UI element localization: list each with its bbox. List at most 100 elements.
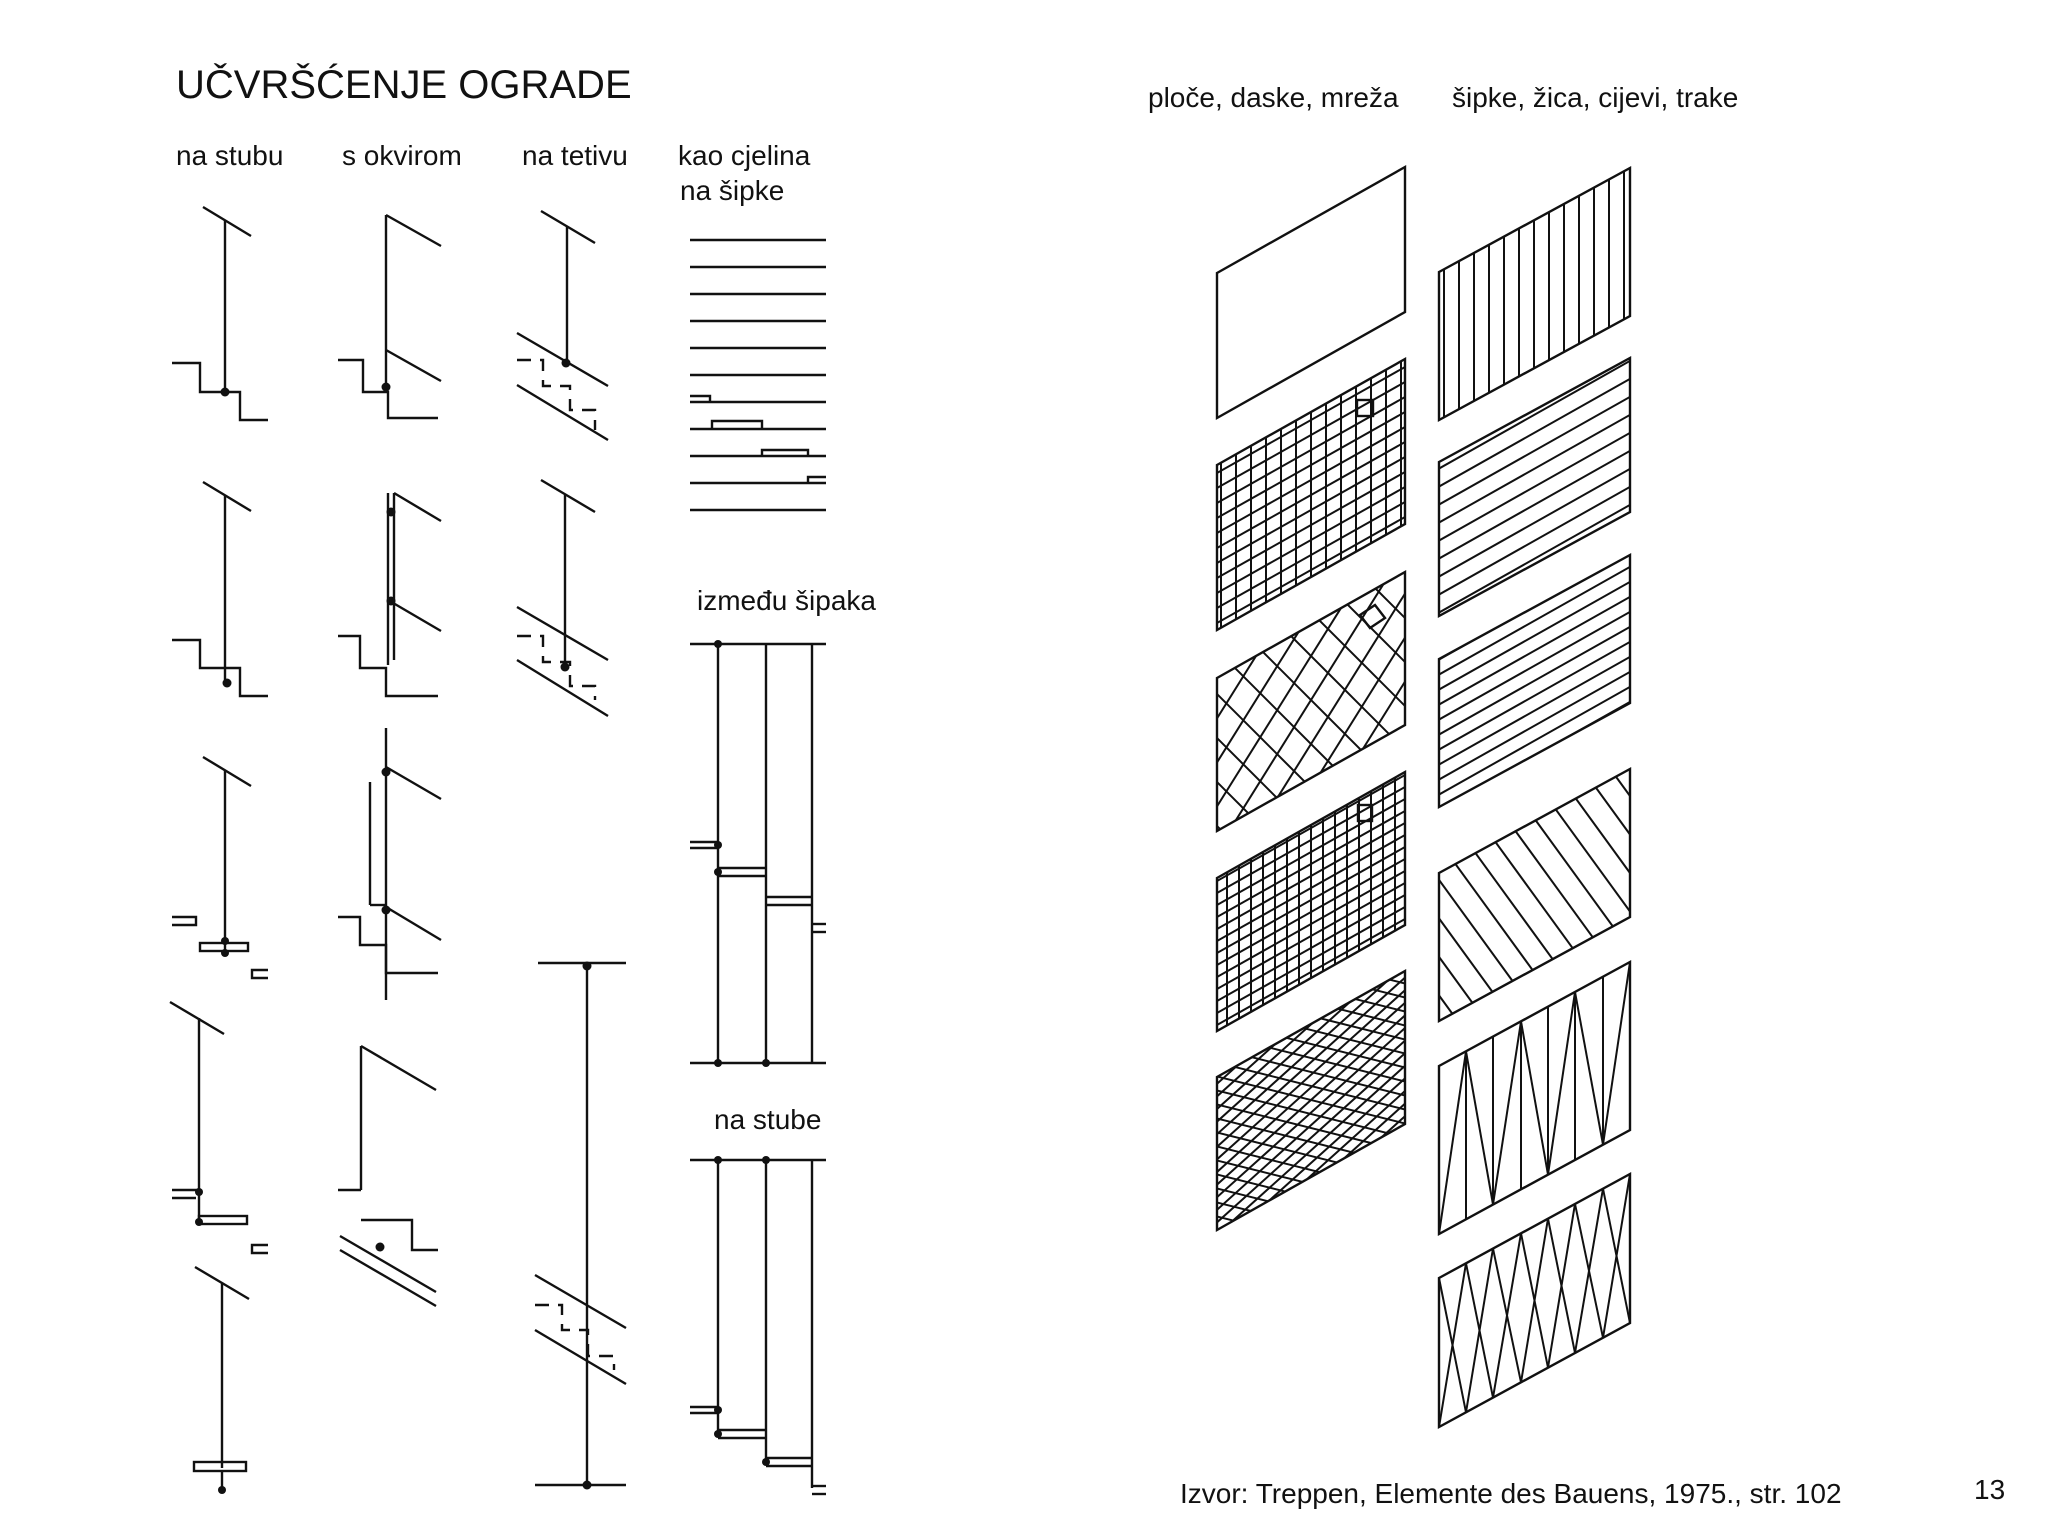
hatch-line [1602,962,1630,1145]
detail-s-okvirom-3 [338,728,442,1000]
hatch-line [1217,1162,1405,1230]
hatch-line [1217,971,1405,1230]
hatch-line [1439,570,1630,807]
hatch-line [1217,572,1405,831]
source-citation: Izvor: Treppen, Elemente des Bauens, 197… [1180,1478,1842,1509]
hatch-line [1457,769,1630,1021]
hatch-line [1217,1050,1405,1178]
hatch-line [1217,572,1405,831]
detail-na-tetivu-3 [534,961,627,1490]
column-heading-na-stubu: na stubu [176,140,284,171]
hatch-line [1217,971,1268,1230]
hatch-line [1217,772,1405,1031]
hatch-line [1217,971,1254,1230]
hatch-line [1654,675,1974,1115]
hatch-line [1217,572,1405,831]
hatch-line [1217,971,1405,1230]
hatch-line [1217,772,1405,1031]
hatch-line [1439,769,1630,1021]
panel-lattice-wire [1437,1171,1632,1430]
hatch-line [1217,534,1405,630]
hatch-line [1217,359,1405,591]
hatch-line [1439,769,1611,1021]
subheading-na-sipke: na šipke [680,175,785,206]
hatch-line [1439,358,1630,616]
hatch-line [1217,971,1405,1230]
hatch-line [1350,572,1405,831]
hatch-line [1374,572,1405,637]
hatch-line [1217,572,1405,831]
page-title: UČVRŠĆENJE OGRADE [176,63,632,107]
hatch-line [1217,1204,1405,1230]
hatch-line [1217,697,1314,831]
hatch-line [1217,971,1405,1094]
hatch-line [1439,370,1630,616]
hatch-line [1217,359,1405,621]
detail-na-tetivu-2 [516,478,609,718]
hatch-line [1439,555,1630,807]
hatch-line [1217,359,1405,630]
hatch-line [1217,1120,1405,1230]
hatch-line [1217,1036,1405,1164]
detail-s-okvirom-4 [338,1044,438,1308]
hatch-line [1217,772,1405,1031]
hatch-line [1439,555,1630,807]
hatch-line [1217,572,1405,831]
column-heading-s-okvirom: s okvirom [342,140,462,171]
hatch-line [1217,572,1405,831]
hatch-line [1574,991,1604,1145]
hatch-line [1217,572,1405,831]
hatch-line [1439,1051,1467,1234]
hatch-line [1439,388,1630,616]
hatch-line [1217,572,1405,831]
hatch-line [1547,1203,1576,1368]
hatch-line [1217,971,1405,1230]
hatch-line [1439,358,1630,586]
hatch-line [1217,572,1272,831]
hatch-line [1439,555,1630,807]
column-heading-na-tetivu: na tetivu [522,140,628,171]
hatch-line [1217,980,1405,1108]
hatch-line [1439,555,1630,807]
hatch-line [1602,1174,1630,1338]
detail-na-stubu-2 [172,480,268,698]
hatch-line [1217,572,1405,831]
hatch-line [1217,971,1405,1230]
hatch-line [1547,991,1576,1175]
hatch-line [1439,555,1630,807]
detail-kao-cjelina-na-sipke [690,238,826,512]
detail-na-stubu-5 [192,1265,250,1494]
hatch-line [1217,1106,1405,1230]
hatch-line [1217,572,1405,813]
hatch-line [1217,772,1405,1031]
hatch-line [1217,1022,1405,1150]
hatch-line [1439,460,1630,616]
hatch-line [1217,359,1405,630]
hatch-line [1217,1008,1405,1136]
hatch-line [1230,572,1405,831]
hatch-line [1574,1188,1604,1354]
hatch-line [1465,1248,1494,1413]
panel-rotated-grid [1215,569,1407,834]
hatch-line [1520,1021,1549,1175]
hatch-line [1439,769,1630,1021]
hatch-line [1439,442,1630,616]
hatch-line [1354,971,1405,1230]
hatch-line [1217,572,1405,831]
hatch-line [1217,772,1405,1031]
hatch-line [1217,971,1405,1230]
panel-header-right: šipke, žica, cijevi, trake [1452,82,1739,113]
hatch-line [1439,358,1630,616]
hatch-line [1217,369,1405,630]
hatch-line [1217,971,1405,1230]
hatch-line [1217,587,1405,831]
hatch-line [1217,772,1405,1023]
hatch-line [1390,572,1405,831]
hatch-line [1368,971,1405,1230]
hatch-line [1217,772,1405,999]
hatch-line [1217,971,1366,1230]
detail-s-okvirom-2 [338,491,442,698]
hatch-line [1217,971,1324,1230]
hatch-line [1217,971,1405,1230]
hatch-line [1217,572,1232,831]
